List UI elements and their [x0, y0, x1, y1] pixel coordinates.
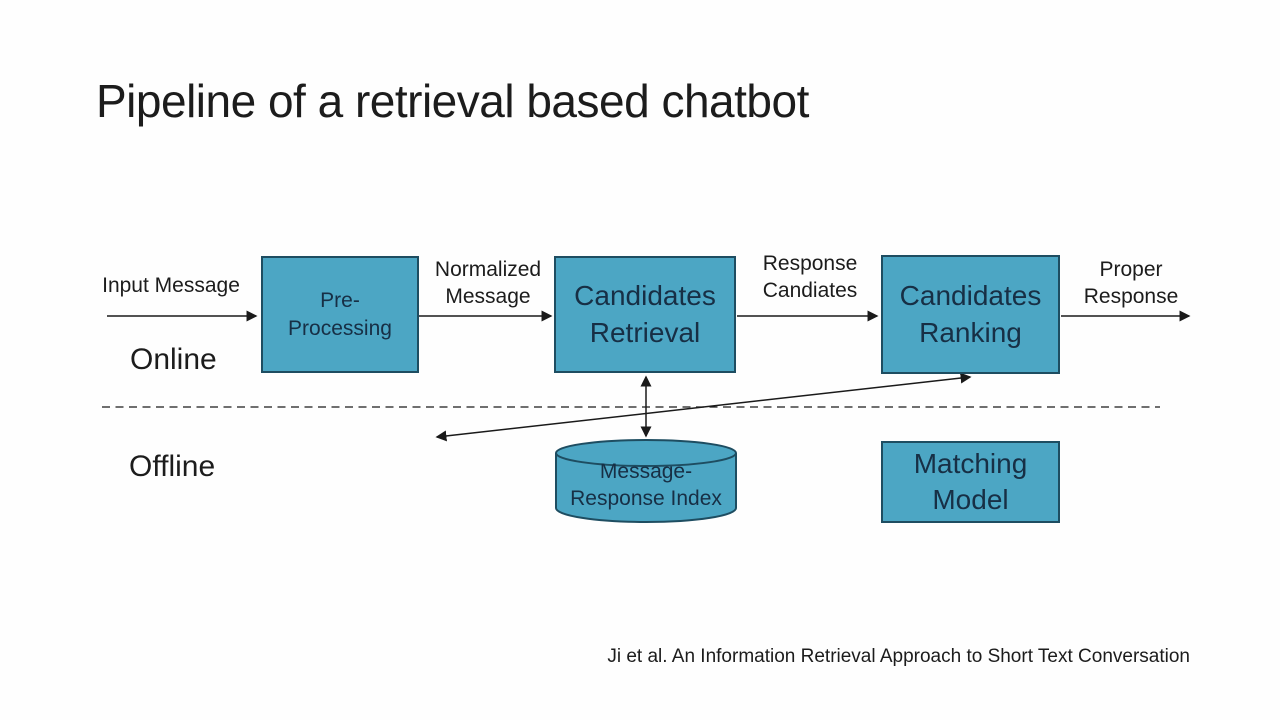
node-candidates-ranking: Candidates Ranking [881, 255, 1060, 374]
node-matching-model: Matching Model [881, 441, 1060, 523]
label-online: Online [130, 343, 217, 376]
node-preprocessing: Pre- Processing [261, 256, 419, 373]
label-response-candidates: Response Candiates [762, 252, 858, 302]
label-input-message: Input Message [102, 274, 240, 297]
label-proper-response: Proper Response [1083, 258, 1179, 308]
label-normalized-message: Normalized Message [434, 258, 542, 308]
node-message-response-index-label: Message- Response Index [570, 460, 722, 510]
node-candidates-retrieval: Candidates Retrieval [554, 256, 736, 373]
label-offline: Offline [129, 450, 216, 483]
arrow-ranking-model [435, 372, 972, 442]
citation: Ji et al. An Information Retrieval Appro… [607, 646, 1190, 667]
slide-title: Pipeline of a retrieval based chatbot [96, 75, 809, 127]
